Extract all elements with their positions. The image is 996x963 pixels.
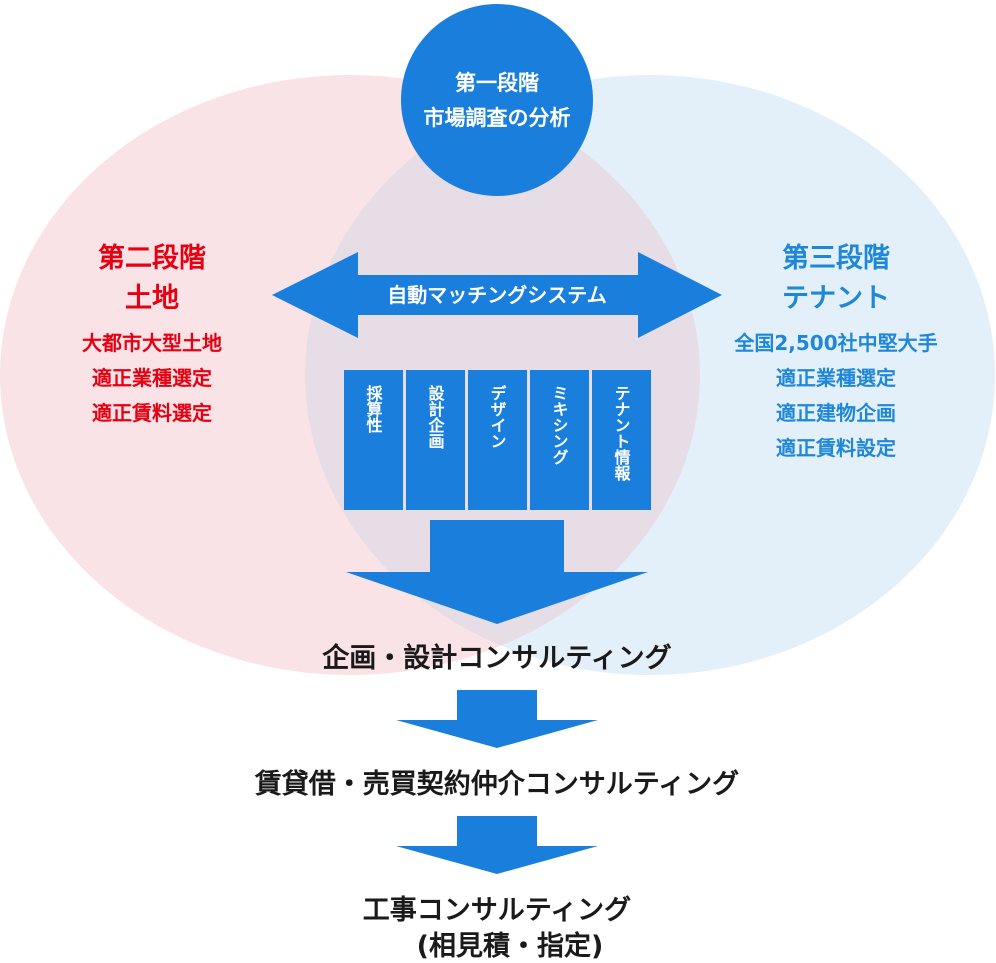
stage2-subtitle: 土地 [125,283,179,314]
column-box [406,370,465,510]
stage2-item: 大都市大型土地 [82,331,222,355]
stage1-subtitle: 市場調査の分析 [424,106,571,130]
stage3-title: 第三段階 [782,242,890,274]
matching-double-arrow [272,252,722,338]
column-label: ミキシング [550,385,569,465]
stage1-circle [401,4,593,196]
result-step2: 賃貸借・売買契約仲介コンサルティング [254,768,739,800]
down-arrow-3 [396,816,598,874]
stage3-item: 適正賃料設定 [776,436,896,460]
stage1-title: 第一段階 [455,71,539,95]
result-step3-note: (相見積・指定) [417,930,604,962]
column-label: 設計企画 [426,384,446,450]
column-box [592,370,651,510]
stage3-item: 全国2,500社中堅大手 [733,331,937,355]
result-step1: 企画・設計コンサルティング [322,642,671,674]
stage3-subtitle: テナント [782,283,890,314]
attribute-columns: 採算性 設計企画 デザイン ミキシング テナント情報 [344,370,651,510]
column-box [530,370,589,510]
stage2-item: 適正業種選定 [92,366,212,390]
stage3-item: 適正業種選定 [776,366,896,390]
column-box [344,370,403,510]
stage3-item: 適正建物企画 [776,401,896,425]
down-arrow-2 [396,690,598,748]
column-label: 採算性 [364,384,383,434]
down-arrow-main [346,520,648,624]
matching-system-label: 自動マッチングシステム [387,283,606,307]
stage2-title: 第二段階 [98,242,206,274]
result-step3: 工事コンサルティング [363,894,631,926]
column-label: テナント情報 [612,385,631,482]
stage2-item: 適正賃料選定 [92,401,212,425]
column-box [468,370,527,510]
column-label: デザイン [488,384,507,449]
